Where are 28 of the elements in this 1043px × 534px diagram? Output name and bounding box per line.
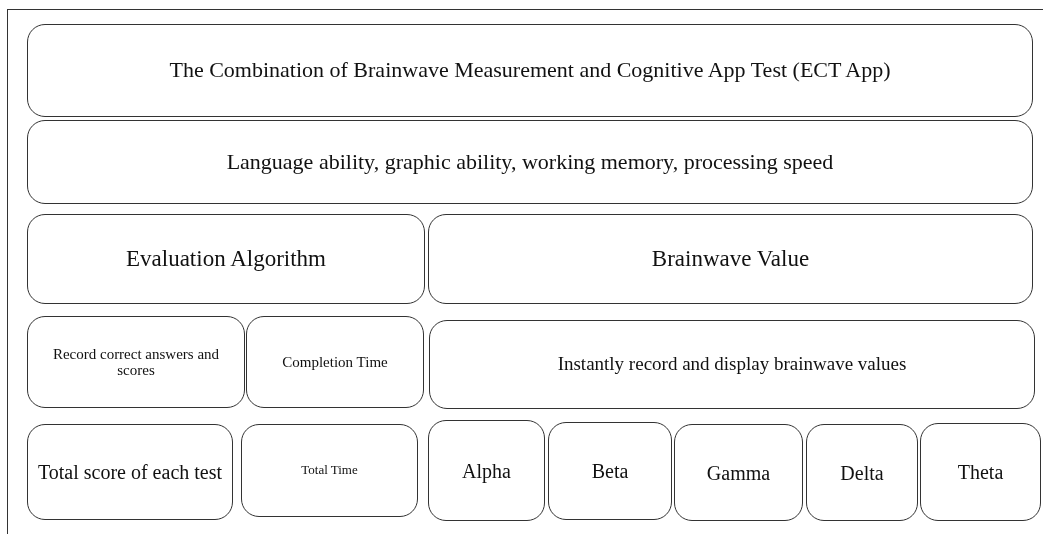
rounded-box (428, 214, 1033, 304)
box-label: Instantly record and display brainwave values (557, 354, 907, 375)
box-label: The Combination of Brainwave Measurement and Cognitive App Test (ECT App) (169, 58, 891, 83)
rounded-box (429, 320, 1035, 409)
rounded-box (548, 422, 672, 520)
box-label: Gamma (706, 461, 771, 484)
rounded-box (241, 424, 418, 517)
box-label: Language ability, graphic ability, working memory, processing speed (226, 149, 834, 175)
box-label: Delta (840, 461, 884, 484)
rounded-box (27, 424, 233, 520)
box-label: Brainwave Value (651, 246, 810, 272)
rounded-box (27, 120, 1033, 204)
box-label: Total score of each test (37, 461, 223, 483)
box-label: Total Time (301, 463, 358, 478)
rounded-box (806, 424, 918, 521)
rounded-box (674, 424, 803, 521)
box-label: Theta (957, 461, 1004, 483)
rounded-box (27, 24, 1033, 117)
box-label: Completion Time (282, 353, 388, 371)
rounded-box (27, 316, 245, 408)
box-label: Alpha (462, 459, 511, 482)
rounded-box (246, 316, 424, 408)
box-label: Beta (591, 460, 629, 482)
box-label: Evaluation Algorithm (126, 246, 326, 272)
box-label: Record correct answers and scores (51, 345, 221, 379)
rounded-box (428, 420, 545, 521)
rounded-box (920, 423, 1041, 521)
rounded-box (27, 214, 425, 304)
